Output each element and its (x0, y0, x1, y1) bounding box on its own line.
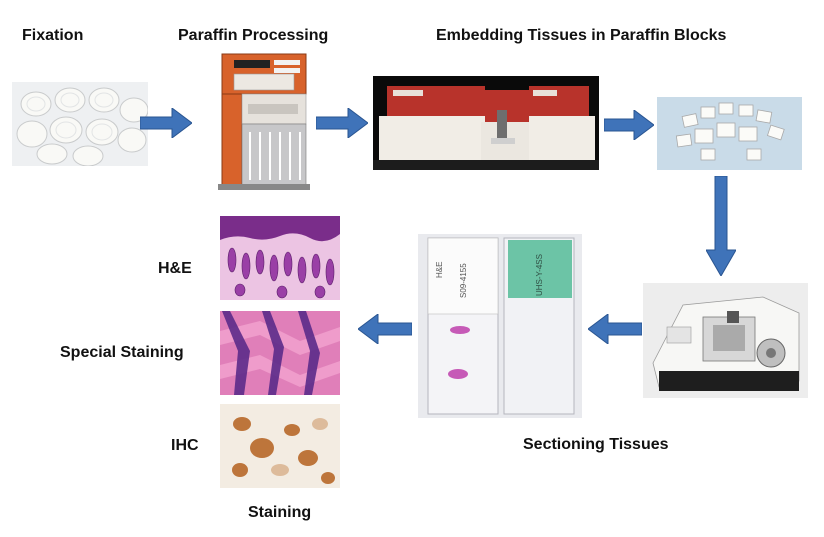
slide-label-code-right: UHS-Y-4SS (535, 254, 544, 296)
slide-label-code-left: S09-4155 (459, 263, 468, 298)
paraffin-blocks-image (657, 97, 802, 170)
arrow-microtome-to-slides (588, 314, 642, 344)
arrow-slides-to-staining (358, 314, 412, 344)
microtome-image (643, 283, 808, 398)
step-label-embedding: Embedding Tissues in Paraffin Blocks (436, 27, 727, 44)
stain-label-ihc: IHC (171, 437, 199, 454)
step-label-paraffin-processing: Paraffin Processing (178, 27, 329, 44)
he-tissue-image (220, 216, 340, 300)
stain-label-he: H&E (158, 260, 192, 277)
step-label-sectioning: Sectioning Tissues (523, 436, 669, 453)
arrow-fixation-to-processing (140, 108, 192, 138)
ihc-tissue-image (220, 404, 340, 488)
special-staining-tissue-image (220, 311, 340, 395)
fixation-cups-image (12, 82, 148, 166)
arrow-processing-to-embedding (316, 108, 368, 138)
embedding-station-image (373, 76, 599, 170)
glass-slides-image: H&E S09-4155 UHS-Y-4SS (418, 234, 582, 418)
slide-label-side: H&E (435, 262, 444, 278)
stain-label-special: Special Staining (60, 344, 184, 361)
step-label-fixation: Fixation (22, 27, 84, 44)
arrow-blocks-to-sectioning (706, 176, 736, 276)
paraffin-processor-image (218, 52, 310, 190)
arrow-embedding-to-blocks (604, 110, 654, 140)
step-label-staining: Staining (248, 504, 312, 521)
